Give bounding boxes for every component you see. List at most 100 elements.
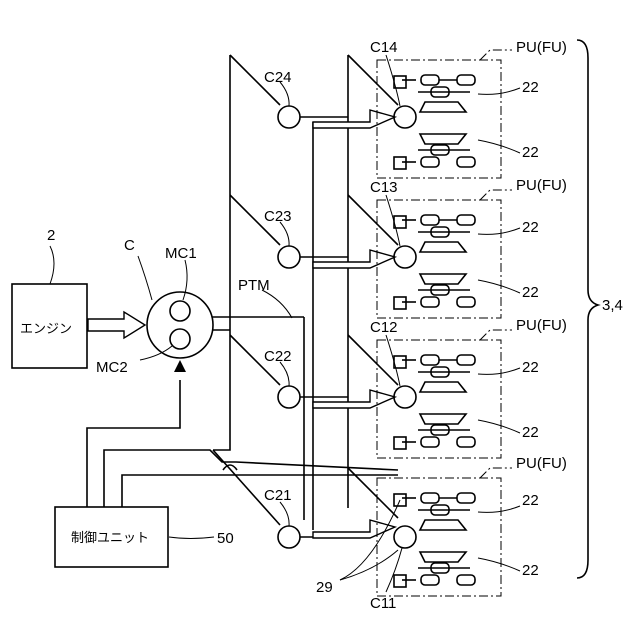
unit-2-ref-top-leader xyxy=(478,228,520,234)
clutch-c13 xyxy=(394,246,416,268)
unit-4-label: PU(FU) xyxy=(516,455,567,472)
clutch-c21 xyxy=(278,526,300,548)
engine-ref-label: 2 xyxy=(47,227,55,244)
unit-3-ref-top: 22 xyxy=(522,359,539,376)
ctrl-line-2 xyxy=(104,450,398,507)
c12-leader xyxy=(386,335,400,386)
unit-2-upper-arm xyxy=(420,242,466,252)
diag-c13 xyxy=(348,195,398,245)
arrow-c14 xyxy=(313,110,395,128)
diag-c12 xyxy=(348,335,398,385)
unit-2-lower-gear-a xyxy=(421,297,439,307)
unit-3-ref-top-leader xyxy=(478,368,520,374)
unit-4-ref-bottom-leader xyxy=(478,558,520,571)
sensor-ref-label: 29 xyxy=(316,579,333,596)
unit-1-upper-arm xyxy=(420,102,466,112)
c13-leader xyxy=(386,195,400,246)
unit-3-lower-gear-a xyxy=(421,437,439,447)
unit-2-lower-gear-b xyxy=(457,297,475,307)
unit-2-label-leader xyxy=(480,190,512,200)
engine-ref-leader xyxy=(50,246,54,284)
clutch-mc1-label: MC1 xyxy=(165,245,197,262)
unit-3-lower-arm xyxy=(420,414,466,424)
bus-left xyxy=(213,55,230,450)
unit-1-ref-bottom-leader xyxy=(478,140,520,153)
unit-3-label: PU(FU) xyxy=(516,317,567,334)
unit-3-sub-label: C22 xyxy=(264,348,292,365)
unit-4-sensor-bottom xyxy=(394,575,406,587)
clutch-c22 xyxy=(278,386,300,408)
c22-leader xyxy=(280,362,289,386)
unit-1-ref-bottom: 22 xyxy=(522,144,539,161)
unit-4-lower-gear-b xyxy=(457,575,475,585)
unit-1-upper-gear-a xyxy=(421,75,439,85)
unit-2-sensor-bottom xyxy=(394,297,406,309)
group-label: 3,4 xyxy=(602,297,623,314)
unit-1-sensor-bottom xyxy=(394,157,406,169)
unit-4-main-label: C11 xyxy=(370,595,396,612)
main-clutch xyxy=(147,292,213,358)
clutch-mc2-label: MC2 xyxy=(96,359,128,376)
unit-4-label-leader xyxy=(480,468,512,478)
arrow-c13 xyxy=(313,250,395,268)
engine-output-arrow xyxy=(88,312,145,338)
unit-2-ref-top: 22 xyxy=(522,219,539,236)
unit-boxes xyxy=(377,50,520,596)
clutch-mc1 xyxy=(170,301,190,321)
unit-3-upper-gear-b xyxy=(457,355,475,365)
clutch-c12 xyxy=(394,386,416,408)
unit-1-main-label: C14 xyxy=(370,39,398,56)
arrow-c12 xyxy=(313,390,395,408)
group-brace xyxy=(577,40,598,578)
clutch-mc2 xyxy=(170,329,190,349)
unit-3-label-leader xyxy=(480,330,512,340)
unit-2-ref-bottom-leader xyxy=(478,280,520,293)
engine-label: エンジン xyxy=(20,322,72,337)
unit-3-ref-bottom: 22 xyxy=(522,424,539,441)
clutch-c-label: C xyxy=(124,237,135,254)
unit-3-lower-gear-b xyxy=(457,437,475,447)
unit-3-upper-arm xyxy=(420,382,466,392)
unit-1-label: PU(FU) xyxy=(516,39,567,56)
unit-1-ref-top: 22 xyxy=(522,79,539,96)
unit-4-lower-gear-a xyxy=(421,575,439,585)
control-label: 制御ユニット xyxy=(71,531,149,546)
unit-4-lower-arm xyxy=(420,552,466,562)
unit-4-ref-bottom: 22 xyxy=(522,562,539,579)
unit-1-upper-gear-b xyxy=(457,75,475,85)
clutch-mc1-leader xyxy=(183,260,187,300)
c14-leader xyxy=(386,55,400,106)
clutch-c23 xyxy=(278,246,300,268)
unit-4-ref-top-leader xyxy=(478,506,520,512)
clutch-c11 xyxy=(394,526,416,548)
unit-3-main-label: C12 xyxy=(370,319,398,336)
unit-3-sensor-bottom xyxy=(394,437,406,449)
control-ref-leader xyxy=(169,537,214,539)
unit-4-upper-gear-b xyxy=(457,493,475,503)
diag-c14 xyxy=(348,55,398,105)
unit-1-sub-label: C24 xyxy=(264,69,292,86)
unit-4-ref-top: 22 xyxy=(522,492,539,509)
clutch-c14 xyxy=(394,106,416,128)
unit-1-lower-arm xyxy=(420,134,466,144)
unit-2-label: PU(FU) xyxy=(516,177,567,194)
unit-2-upper-gear-a xyxy=(421,215,439,225)
unit-2-lower-arm xyxy=(420,274,466,284)
unit-2-upper-gear-b xyxy=(457,215,475,225)
unit-4-sub-label: C21 xyxy=(264,487,292,504)
c21-leader xyxy=(280,502,289,526)
unit-3-ref-bottom-leader xyxy=(478,420,520,433)
clutch-c24 xyxy=(278,106,300,128)
clutch-c-leader xyxy=(138,256,152,300)
c23-leader xyxy=(280,222,289,246)
unit-4-upper-arm xyxy=(420,520,466,530)
ptm-leader xyxy=(262,290,292,318)
ptm-label: PTM xyxy=(238,277,270,294)
unit-2-sub-label: C23 xyxy=(264,208,292,225)
unit-1-ref-top-leader xyxy=(478,88,520,94)
unit-2-main-label: C13 xyxy=(370,179,398,196)
unit-1-label-leader xyxy=(480,50,512,60)
unit-3-upper-gear-a xyxy=(421,355,439,365)
unit-1-lower-gear-a xyxy=(421,157,439,167)
